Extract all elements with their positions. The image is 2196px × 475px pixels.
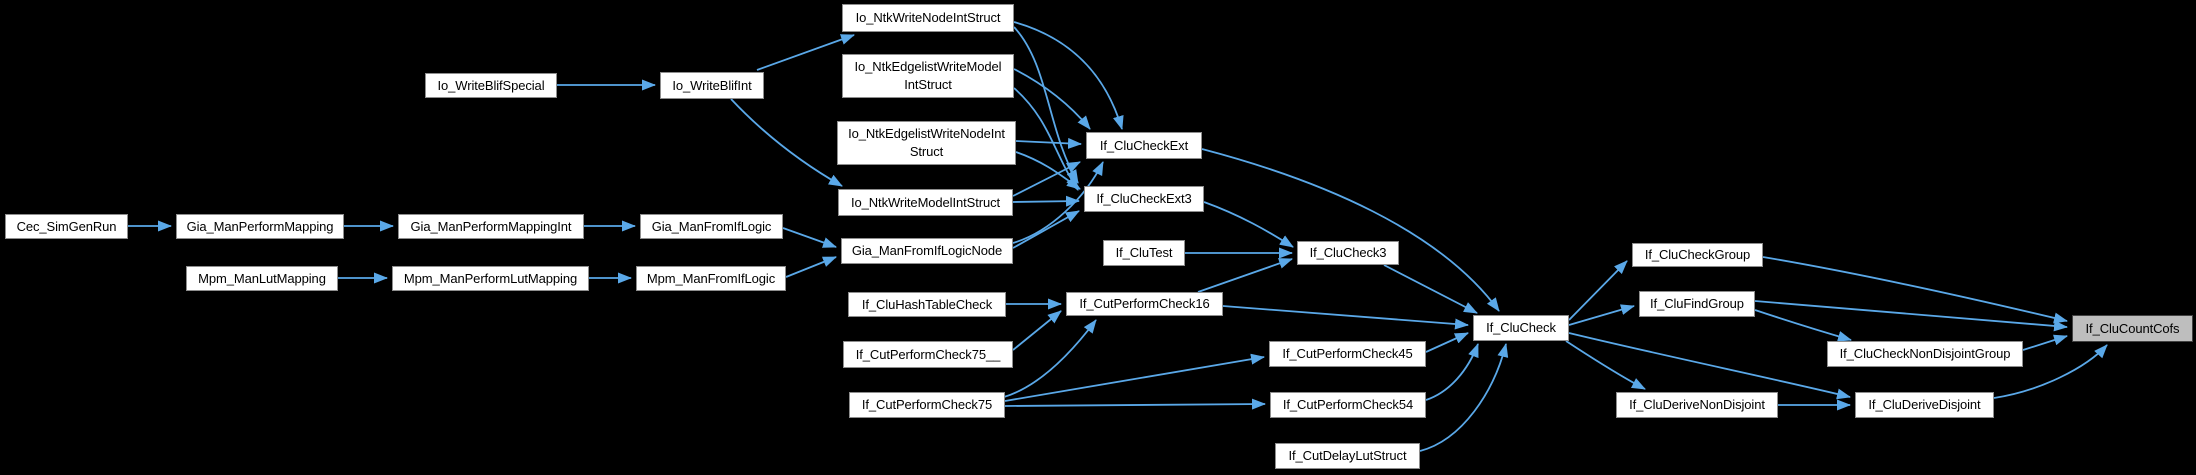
node-If_CluDeriveNonDisjoint[interactable]: If_CluDeriveNonDisjoint (1616, 392, 1778, 418)
edge-mmfil-gmfiln (785, 256, 837, 278)
edge-gmfiln-ext3 (1012, 210, 1080, 249)
edge-nwmis-ext (1012, 161, 1081, 197)
node-If_CluCheck3[interactable]: If_CluCheck3 (1297, 241, 1399, 265)
edge-check3-check (1383, 264, 1478, 314)
edge-newnis-ext3 (1015, 151, 1081, 190)
edge-check-dnj (1565, 340, 1646, 390)
edge-nwnis-ext3 (1013, 26, 1079, 184)
edge-pc75-pc45 (1004, 353, 1265, 402)
node-If_CutPerformCheck54[interactable]: If_CutPerformCheck54 (1270, 392, 1426, 418)
node-If_CluHashTableCheck[interactable]: If_CluHashTableCheck (848, 292, 1006, 317)
edge-gmfil-gmfiln (782, 227, 837, 248)
edge-checkgroup-cc (1762, 256, 2068, 324)
node-If_CluCheckExt[interactable]: If_CluCheckExt (1086, 132, 1202, 159)
node-If_CluDeriveDisjoint[interactable]: If_CluDeriveDisjoint (1855, 392, 1994, 418)
node-If_CutPerformCheck45[interactable]: If_CutPerformCheck45 (1269, 341, 1426, 367)
node-Io_NtkEdgelistWriteModelIntStruct[interactable]: Io_NtkEdgelistWriteModel IntStruct (842, 54, 1014, 98)
edge-ext-check (1201, 148, 1500, 312)
node-If_CutDelayLutStruct[interactable]: If_CutDelayLutStruct (1275, 443, 1420, 469)
edge-cnd-cc (2022, 334, 2068, 351)
node-If_CluFindGroup[interactable]: If_CluFindGroup (1639, 291, 1755, 317)
edge-pc16-check (1222, 305, 1469, 330)
edge-newmis-ext3 (1013, 87, 1079, 191)
edge-newmis-ext (1013, 68, 1091, 130)
edge-pc54-check (1425, 343, 1479, 401)
edge-cdls-check (1419, 343, 1509, 452)
node-If_CluTest[interactable]: If_CluTest (1103, 240, 1185, 266)
node-Io_WriteBlifSpecial[interactable]: Io_WriteBlifSpecial (425, 73, 557, 98)
node-Gia_ManFromIfLogic[interactable]: Gia_ManFromIfLogic (640, 214, 783, 239)
node-If_CluCheckNonDisjointGroup[interactable]: If_CluCheckNonDisjointGroup (1827, 341, 2023, 367)
edge-pc16-check3 (1197, 258, 1293, 293)
edge-iwbi-nwmis (730, 98, 843, 187)
edge-newnis-ext (1015, 137, 1082, 149)
node-Io_NtkEdgelistWriteNodeIntStruct[interactable]: Io_NtkEdgelistWriteNodeInt Struct (837, 121, 1016, 165)
node-If_CutPerformCheck75[interactable]: If_CutPerformCheck75 (849, 392, 1005, 418)
edge-check-findgroup (1568, 304, 1635, 326)
node-Io_NtkWriteModelIntStruct[interactable]: Io_NtkWriteModelIntStruct (838, 189, 1013, 216)
node-If_CluCheckExt3[interactable]: If_CluCheckExt3 (1084, 186, 1204, 212)
edge-findgroup-cnd (1754, 309, 1852, 342)
node-Gia_ManFromIfLogicNode[interactable]: Gia_ManFromIfLogicNode (841, 238, 1013, 264)
edge-check-dd (1568, 332, 1851, 400)
node-Gia_ManPerformMapping[interactable]: Gia_ManPerformMapping (176, 214, 344, 239)
node-If_CluCheckGroup[interactable]: If_CluCheckGroup (1632, 243, 1763, 267)
edge-iwbi-nwnis (756, 34, 855, 71)
edge-pc75-pc16 (1003, 319, 1097, 398)
edge-ext3-check3 (1203, 201, 1294, 248)
node-If_CutPerformCheck75__[interactable]: If_CutPerformCheck75__ (843, 341, 1013, 368)
node-Mpm_ManLutMapping[interactable]: Mpm_ManLutMapping (186, 266, 338, 291)
edge-dd-cc (1993, 344, 2108, 399)
edge-nwnis-ext (1013, 21, 1124, 130)
node-Gia_ManPerformMappingInt[interactable]: Gia_ManPerformMappingInt (398, 214, 584, 239)
node-Mpm_ManFromIfLogic[interactable]: Mpm_ManFromIfLogic (636, 266, 786, 291)
node-Mpm_ManPerformLutMapping[interactable]: Mpm_ManPerformLutMapping (392, 266, 589, 291)
edge-pc75_-pc16 (1012, 310, 1062, 351)
node-If_CutPerformCheck16[interactable]: If_CutPerformCheck16 (1066, 292, 1223, 316)
edge-findgroup-cc (1754, 300, 2068, 332)
node-Io_NtkWriteNodeIntStruct[interactable]: Io_NtkWriteNodeIntStruct (842, 4, 1014, 32)
edge-check-checkgroup (1568, 260, 1628, 321)
node-Io_WriteBlifInt[interactable]: Io_WriteBlifInt (660, 72, 764, 99)
edge-pc75-pc54 (1004, 398, 1266, 410)
edge-nwmis-ext3 (1012, 195, 1080, 207)
node-If_CluCountCofs: If_CluCountCofs (2072, 315, 2193, 342)
node-If_CluCheck[interactable]: If_CluCheck (1473, 315, 1569, 341)
edge-pc45-check (1425, 332, 1469, 353)
node-Cec_SimGenRun[interactable]: Cec_SimGenRun (5, 214, 128, 239)
